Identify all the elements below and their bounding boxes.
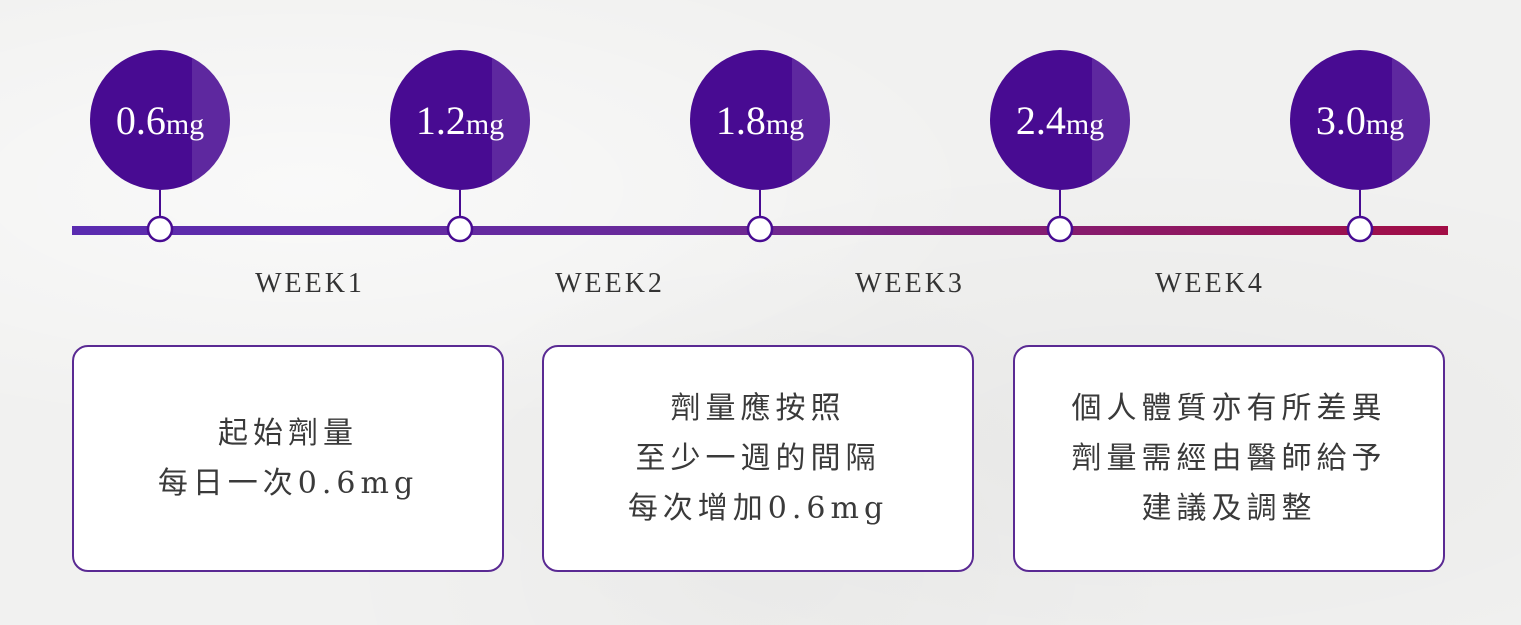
info-line: 每日一次0.6mg (157, 465, 419, 501)
info-line: 至少一週的間隔 (635, 440, 881, 476)
info-line: 劑量應按照 (670, 390, 846, 426)
dose-circle-5: 3.0mg (1290, 50, 1430, 190)
timeline-node (446, 215, 474, 243)
info-line: 個人體質亦有所差異 (1071, 390, 1387, 426)
connector-2 (446, 190, 474, 243)
connector-4 (1046, 190, 1074, 243)
info-box-starting-dose: 起始劑量 每日一次0.6mg (72, 345, 504, 572)
info-box-individual-adjustment: 個人體質亦有所差異 劑量需經由醫師給予 建議及調整 (1013, 345, 1445, 572)
dose-circle-4: 2.4mg (990, 50, 1130, 190)
connector-3 (746, 190, 774, 243)
week-label-1: WEEK1 (255, 268, 365, 299)
dose-label-5: 3.0mg (1315, 97, 1405, 143)
info-line: 每次增加0.6mg (627, 490, 889, 526)
week-label-2: WEEK2 (555, 268, 665, 299)
week-label-3: WEEK3 (855, 268, 965, 299)
info-line: 建議及調整 (1141, 490, 1317, 526)
timeline-node (746, 215, 774, 243)
timeline-node (1346, 215, 1374, 243)
timeline-node (146, 215, 174, 243)
dose-label-3: 1.8mg (715, 97, 805, 143)
dose-label-4: 2.4mg (1015, 97, 1105, 143)
info-box-dose-increase: 劑量應按照 至少一週的間隔 每次增加0.6mg (542, 345, 974, 572)
timeline-node (1046, 215, 1074, 243)
dose-circle-1: 0.6mg (90, 50, 230, 190)
dose-circle-2: 1.2mg (390, 50, 530, 190)
info-line: 起始劑量 (218, 415, 358, 451)
dose-label-2: 1.2mg (415, 97, 505, 143)
connector-1 (146, 190, 174, 243)
info-line: 劑量需經由醫師給予 (1071, 440, 1387, 476)
connector-5 (1346, 190, 1374, 243)
dose-label-1: 0.6mg (115, 97, 205, 143)
dose-circle-3: 1.8mg (690, 50, 830, 190)
week-label-4: WEEK4 (1155, 268, 1265, 299)
